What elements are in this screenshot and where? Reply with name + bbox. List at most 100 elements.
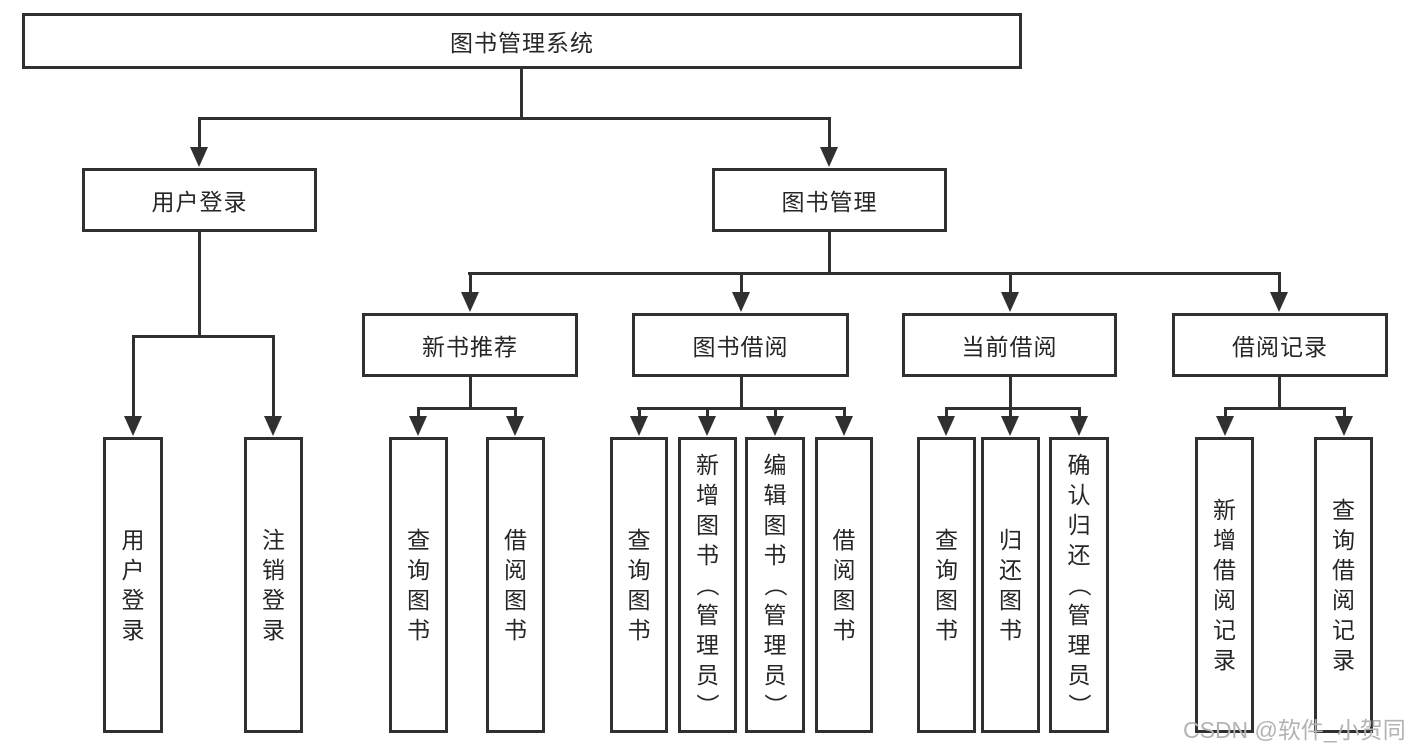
connector-line-vertical xyxy=(739,377,743,410)
vertical-char: 阅 xyxy=(1332,587,1355,613)
node-borrow-records: 借阅记录 xyxy=(1172,313,1388,377)
vertical-char: （ xyxy=(1066,573,1092,597)
arrow-shaft xyxy=(1077,408,1081,420)
vertical-char: 管 xyxy=(763,602,787,628)
node-current-borrow-label: 当前借阅 xyxy=(961,334,1058,360)
vertical-char: 图 xyxy=(504,587,527,613)
leaf-add-borrow-record: 新增借阅记录 xyxy=(1195,437,1254,733)
vertical-char: 图 xyxy=(696,512,719,538)
vertical-char: ） xyxy=(1066,693,1092,717)
vertical-char: 增 xyxy=(696,482,719,508)
vertical-char: 查 xyxy=(935,527,958,553)
leaf-confirm-return-admin: 确认归还（管理员） xyxy=(1049,437,1109,733)
leaf-edit-books-admin: 编辑图书（管理员） xyxy=(745,437,805,733)
connector-line-horizontal xyxy=(1224,406,1346,410)
leaf-return-books-label: 归还图书 xyxy=(999,525,1022,645)
arrowhead-down-icon xyxy=(732,292,750,312)
vertical-char: 记 xyxy=(1332,617,1355,643)
arrowhead-down-icon xyxy=(190,147,208,167)
vertical-char: 查 xyxy=(627,527,651,553)
arrowhead-down-icon xyxy=(1216,416,1234,436)
vertical-char: 书 xyxy=(407,617,430,643)
leaf-borrow-query-books: 查询图书 xyxy=(610,437,668,733)
arrow-shaft xyxy=(827,118,831,151)
vertical-char: 录 xyxy=(262,617,285,643)
arrow-shaft xyxy=(842,408,846,420)
vertical-char: 理 xyxy=(1067,632,1091,658)
arrowhead-down-icon xyxy=(506,416,524,436)
node-book-borrow: 图书借阅 xyxy=(632,313,849,377)
arrow-shaft xyxy=(1342,408,1346,420)
connector-line-vertical xyxy=(1277,377,1281,410)
leaf-logout: 注销登录 xyxy=(244,437,303,733)
vertical-char: 认 xyxy=(1067,482,1091,508)
leaf-add-books-admin: 新增图书（管理员） xyxy=(678,437,737,733)
vertical-char: 录 xyxy=(121,617,145,643)
arrow-shaft xyxy=(705,408,709,420)
vertical-char: 图 xyxy=(627,587,651,613)
vertical-char: 借 xyxy=(504,527,527,553)
vertical-char: 询 xyxy=(1332,527,1355,553)
leaf-borrow-query-books-label: 查询图书 xyxy=(628,525,651,645)
connector-line-vertical xyxy=(468,377,472,410)
vertical-char: 借 xyxy=(1213,557,1236,583)
vertical-char: 新 xyxy=(1213,497,1236,523)
vertical-char: 新 xyxy=(696,452,719,478)
connector-line-horizontal xyxy=(637,406,846,410)
vertical-char: 询 xyxy=(935,557,958,583)
connector-line-horizontal xyxy=(417,406,517,410)
connector-line-horizontal xyxy=(198,116,831,120)
vertical-char: 图 xyxy=(935,587,958,613)
arrow-shaft xyxy=(1223,408,1227,420)
vertical-char: 归 xyxy=(1067,512,1091,538)
vertical-char: 书 xyxy=(832,617,856,643)
vertical-char: 图 xyxy=(407,587,430,613)
vertical-char: 用 xyxy=(121,527,145,553)
vertical-char: 员 xyxy=(696,662,719,688)
arrow-shaft xyxy=(739,273,743,296)
arrowhead-down-icon xyxy=(1270,292,1288,312)
arrowhead-down-icon xyxy=(1070,416,1088,436)
arrowhead-down-icon xyxy=(461,292,479,312)
leaf-user-login: 用户登录 xyxy=(103,437,163,733)
leaf-query-borrow-record: 查询借阅记录 xyxy=(1314,437,1373,733)
node-current-borrow: 当前借阅 xyxy=(902,313,1117,377)
arrow-shaft xyxy=(1277,273,1281,296)
arrow-shaft xyxy=(637,408,641,420)
leaf-current-query-books: 查询图书 xyxy=(917,437,976,733)
vertical-char: 借 xyxy=(832,527,856,553)
leaf-borrow-books: 借阅图书 xyxy=(815,437,873,733)
arrowhead-down-icon xyxy=(1001,292,1019,312)
vertical-char: 询 xyxy=(627,557,651,583)
vertical-char: 询 xyxy=(407,557,430,583)
node-book-management-label: 图书管理 xyxy=(781,189,878,215)
leaf-recommend-query-books: 查询图书 xyxy=(389,437,448,733)
vertical-char: 记 xyxy=(1213,617,1236,643)
vertical-char: 编 xyxy=(763,452,787,478)
connector-line-vertical xyxy=(519,69,523,120)
vertical-char: 归 xyxy=(999,527,1022,553)
arrow-shaft xyxy=(416,408,420,420)
vertical-char: 理 xyxy=(763,632,787,658)
arrow-shaft xyxy=(513,408,517,420)
vertical-char: （ xyxy=(762,573,788,597)
node-borrow-records-label: 借阅记录 xyxy=(1232,334,1328,360)
arrow-shaft xyxy=(1008,273,1012,296)
node-library-system: 图书管理系统 xyxy=(22,13,1022,69)
arrowhead-down-icon xyxy=(1001,416,1019,436)
vertical-char: 书 xyxy=(504,617,527,643)
arrowhead-down-icon xyxy=(698,416,716,436)
leaf-query-borrow-record-label: 查询借阅记录 xyxy=(1332,495,1355,675)
leaf-logout-label: 注销登录 xyxy=(262,525,285,645)
node-user-login-label: 用户登录 xyxy=(151,189,248,215)
vertical-char: 阅 xyxy=(1213,587,1236,613)
vertical-char: 书 xyxy=(763,542,787,568)
vertical-char: 员 xyxy=(1067,662,1091,688)
leaf-add-borrow-record-label: 新增借阅记录 xyxy=(1213,495,1236,675)
arrowhead-down-icon xyxy=(937,416,955,436)
watermark: CSDN @软件_小贺同学 xyxy=(1183,717,1405,743)
arrowhead-down-icon xyxy=(835,416,853,436)
vertical-char: 登 xyxy=(121,587,145,613)
leaf-recommend-borrow-books-label: 借阅图书 xyxy=(504,525,527,645)
